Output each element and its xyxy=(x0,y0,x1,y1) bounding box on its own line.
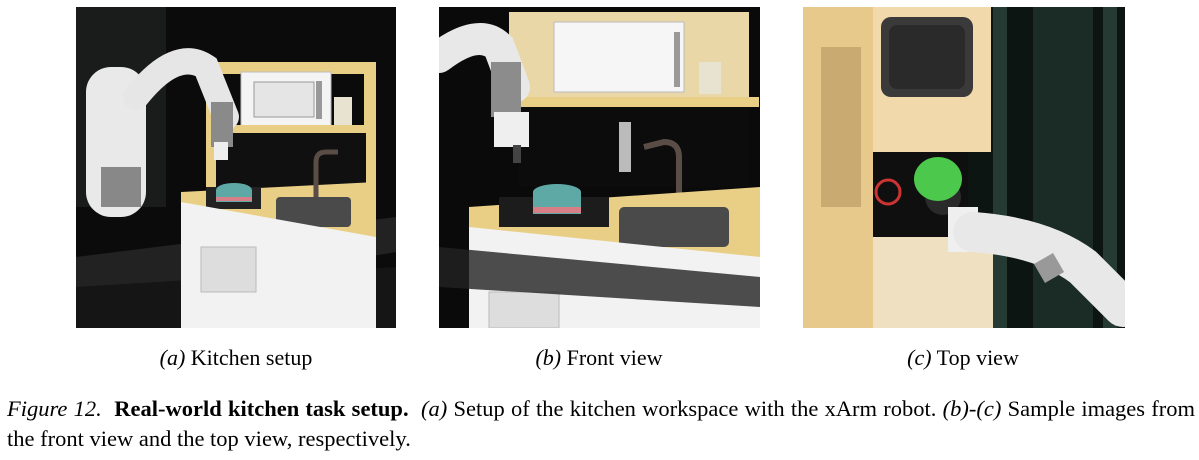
caption-tag-bc: (b)-(c) xyxy=(942,396,1002,421)
photo-top-view xyxy=(803,7,1125,328)
caption-tag-a: (a) xyxy=(421,396,448,421)
caption-text-a: Setup of the kitchen workspace with the … xyxy=(447,396,943,421)
subfigure-tag: (a) xyxy=(159,345,186,370)
caption-title: Real-world kitchen task setup. xyxy=(114,396,409,421)
subfigure-label: Kitchen setup xyxy=(190,345,313,370)
subfigure-caption-a: (a) Kitchen setup xyxy=(76,344,396,372)
subfigure-label: Front view xyxy=(566,345,663,370)
caption-text-bc: Sample images from the front view and th… xyxy=(7,396,1196,451)
figure-caption: Figure 12. Real-world kitchen task setup… xyxy=(7,394,1195,454)
photo-front-view xyxy=(439,7,760,328)
photo-kitchen-setup xyxy=(76,7,396,328)
subfigure-caption-c: (c) Top view xyxy=(803,344,1123,372)
figure-label: Figure 12. xyxy=(7,396,102,421)
subfigure-tag: (b) xyxy=(535,345,562,370)
subfigure-tag: (c) xyxy=(907,345,932,370)
subfigure-caption-b: (b) Front view xyxy=(439,344,759,372)
subfigure-label: Top view xyxy=(936,345,1019,370)
